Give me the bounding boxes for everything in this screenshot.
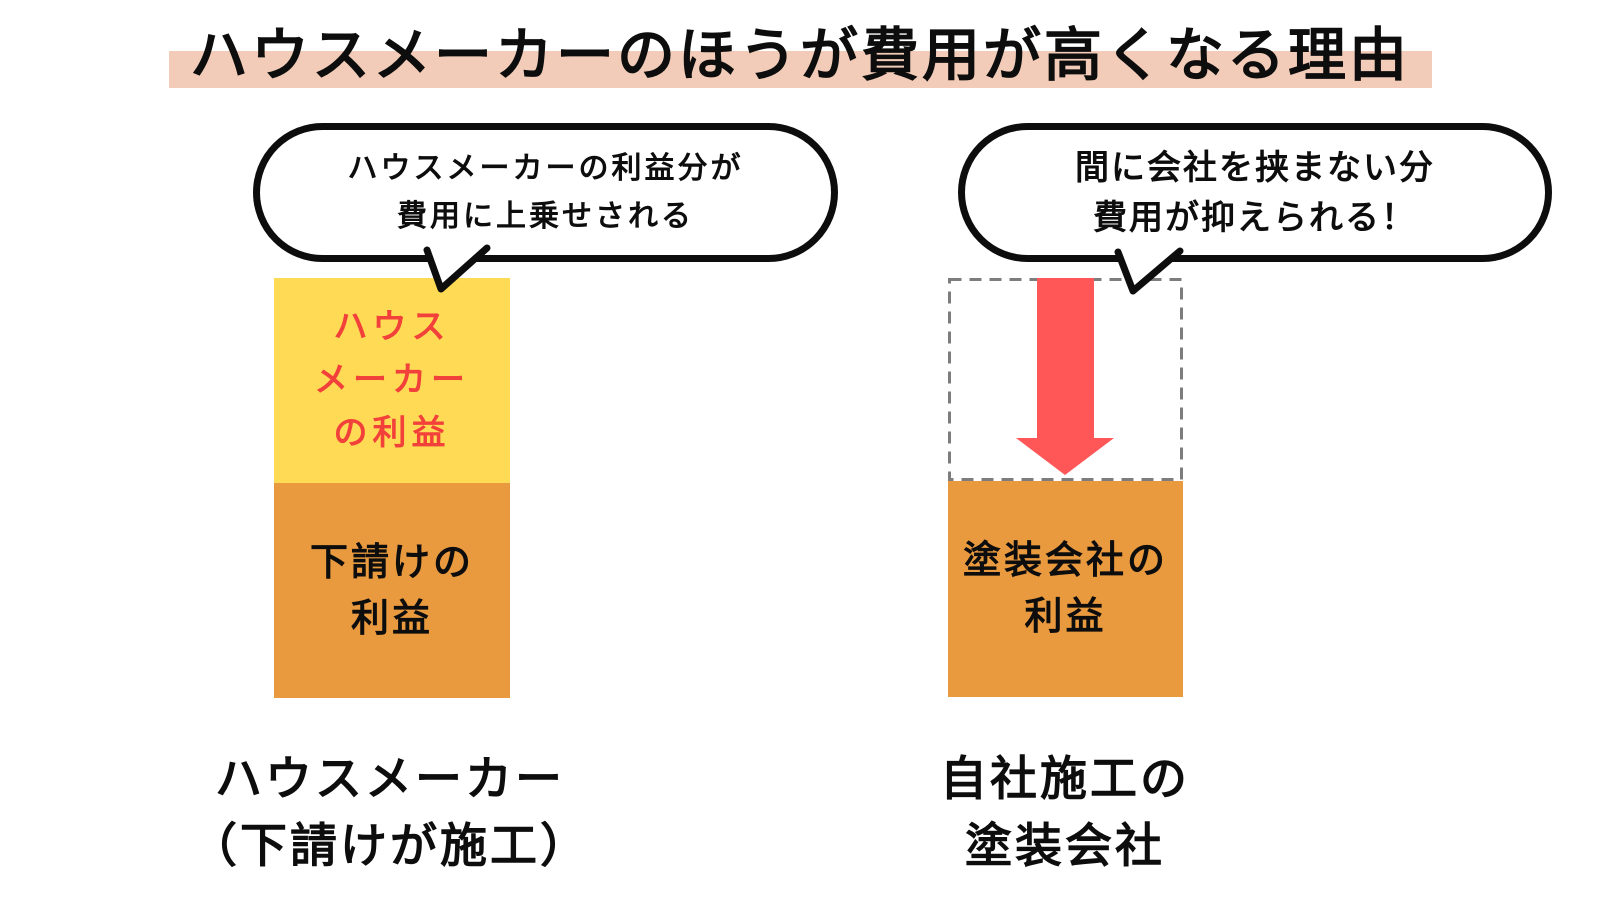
painting-company-profit-label-line1: 塗装会社の (962, 540, 1168, 582)
left-bubble-line1: ハウスメーカーの利益分が (347, 151, 744, 185)
page-title: ハウスメーカーのほうが費用が高くなる理由 (189, 23, 1410, 88)
right-caption-line2: 塗装会社 (965, 819, 1165, 872)
left-bubble-tail-icon (423, 244, 491, 293)
right-bubble-tail-icon (1114, 247, 1184, 295)
painting-company-profit-label-line2: 利益 (1024, 596, 1107, 638)
housemaker-profit-label-line1: ハウス (333, 308, 451, 346)
left-bar-housemaker-profit-segment: ハウス メーカー の利益 (274, 278, 510, 483)
left-bar-caption: ハウスメーカー （下請けが施工） (150, 745, 630, 879)
left-bubble-line2: 費用に上乗せされる (397, 199, 694, 233)
subcontractor-profit-label-line2: 利益 (350, 597, 433, 640)
housemaker-profit-label-line3: の利益 (333, 414, 451, 452)
right-bubble-line2: 費用が抑えられる！ (1093, 198, 1417, 237)
left-caption-line2: （下請けが施工） (190, 819, 590, 872)
left-bar-subcontractor-profit-segment: 下請けの 利益 (274, 483, 510, 698)
left-caption-line1: ハウスメーカー (215, 752, 565, 805)
right-speech-bubble: 間に会社を挟まない分 費用が抑えられる！ (958, 123, 1552, 262)
housemaker-profit-label-line2: メーカー (314, 361, 470, 399)
title-highlight-band (169, 51, 1432, 88)
down-arrow-icon (1016, 278, 1114, 475)
right-caption-line1: 自社施工の (940, 752, 1190, 805)
right-bar-caption: 自社施工の 塗装会社 (825, 745, 1305, 879)
subcontractor-profit-label-line1: 下請けの (309, 541, 474, 584)
right-bubble-line1: 間に会社を挟まない分 (1075, 148, 1435, 187)
left-speech-bubble: ハウスメーカーの利益分が 費用に上乗せされる (253, 123, 838, 262)
right-bar-painting-company-profit-segment: 塗装会社の 利益 (948, 481, 1183, 697)
